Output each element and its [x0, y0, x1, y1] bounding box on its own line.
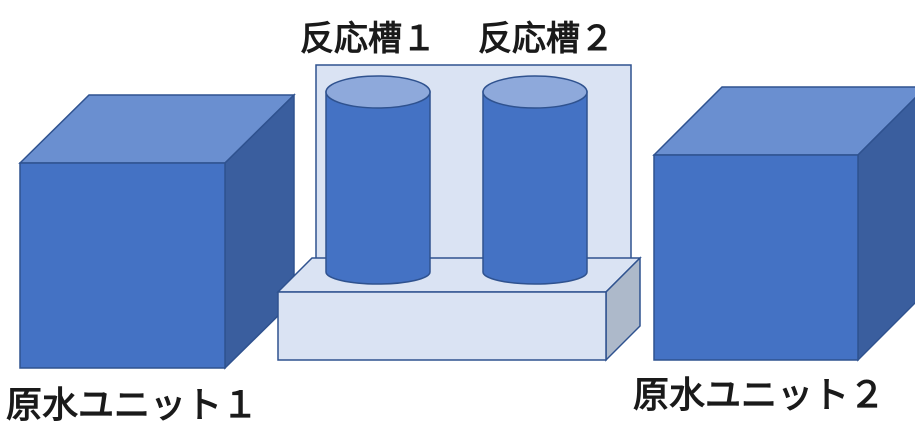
raw-water-unit-2-cube: [652, 86, 915, 362]
reactor-1-label: 反応槽１: [300, 19, 436, 59]
reactor-1-body: [325, 91, 431, 285]
base-front-face: [277, 291, 607, 361]
reactor-2-top: [482, 75, 588, 109]
raw-water-unit-2-label: 原水ユニット２: [633, 375, 886, 416]
reactor-1-top: [325, 75, 431, 109]
cube-1-front-face: [19, 162, 226, 369]
reactor-1-cylinder: [325, 75, 431, 285]
reactor-2-body: [482, 91, 588, 285]
raw-water-unit-1-label: 原水ユニット１: [6, 385, 259, 426]
reactor-2-cylinder: [482, 75, 588, 285]
raw-water-unit-1-cube: [18, 93, 296, 370]
cube-2-front-face: [653, 154, 859, 361]
reactor-2-label: 反応槽２: [478, 19, 614, 59]
